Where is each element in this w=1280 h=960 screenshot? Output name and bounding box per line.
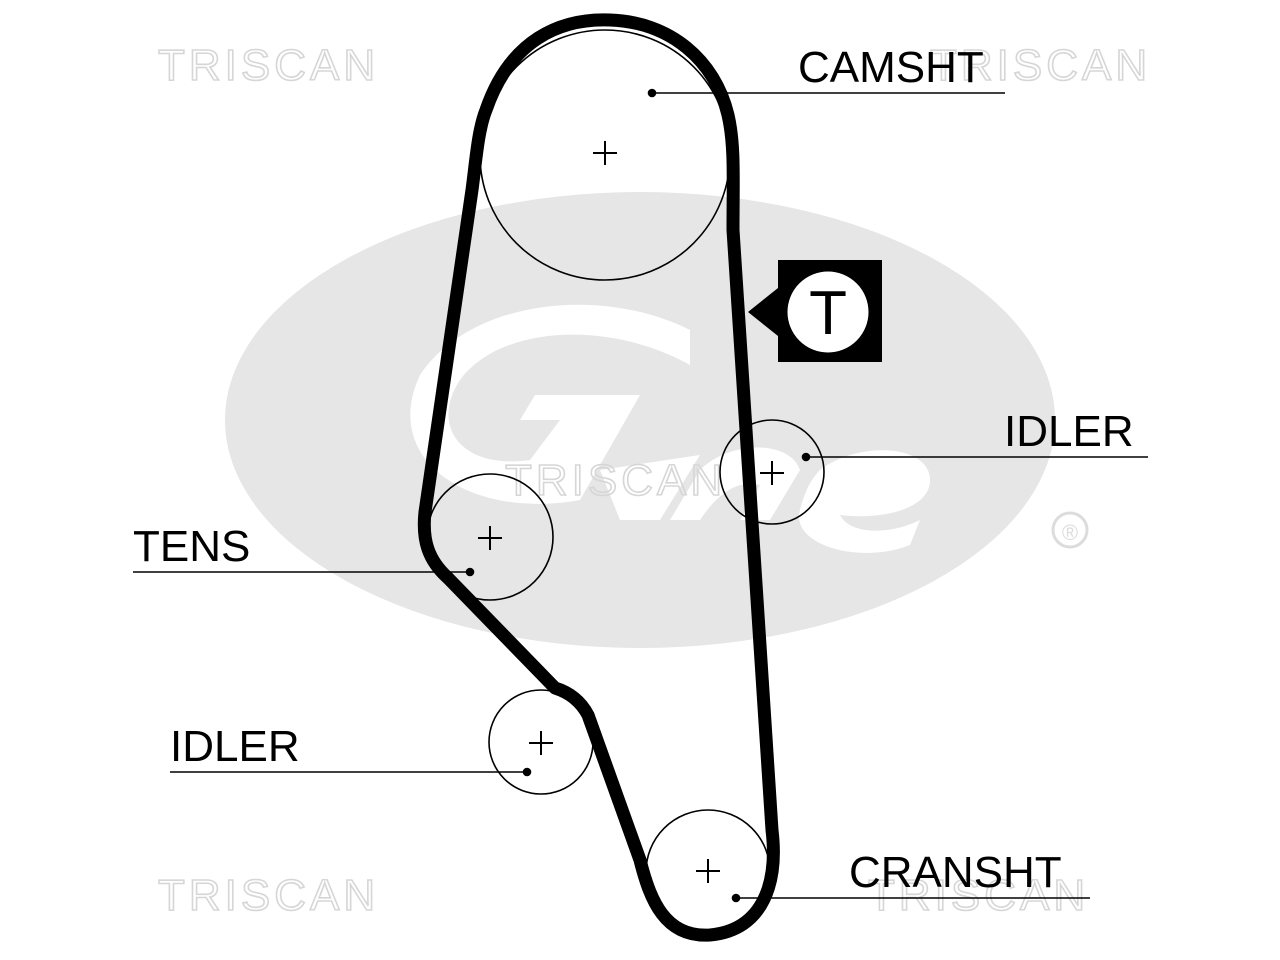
gates-logo: ® xyxy=(225,192,1089,648)
tensioner-marker: T xyxy=(748,260,882,362)
tensioner-center-cross xyxy=(478,526,502,550)
idler-right-label: IDLER xyxy=(1004,407,1134,456)
crankshaft-leader-dot xyxy=(731,893,741,903)
tensioner-marker-letter: T xyxy=(809,279,847,348)
idler-right-leader-dot xyxy=(801,452,811,462)
idler-left-label: IDLER xyxy=(170,722,300,771)
watermark-triscan: TRISCAN xyxy=(158,41,379,90)
tensioner-marker-circle xyxy=(784,268,872,356)
watermark-triscan: TRISCAN xyxy=(158,871,379,920)
registered-mark-icon xyxy=(1051,511,1089,549)
watermark-triscan: TRISCAN xyxy=(505,456,726,505)
registered-mark: ® xyxy=(1062,520,1078,545)
watermark-triscan: TRISCAN xyxy=(930,41,1151,90)
idler-right-center-cross xyxy=(760,461,784,485)
idler-left-leader-dot xyxy=(522,767,532,777)
idler-left-center-cross xyxy=(529,731,553,755)
camshaft-center-cross xyxy=(593,141,617,165)
camshaft-label: CAMSHT xyxy=(798,43,984,92)
tensioner-label: TENS xyxy=(133,522,250,571)
watermark-triscan: TRISCAN xyxy=(868,871,1089,920)
camshaft-leader-dot xyxy=(647,88,657,98)
idler-pulley-right xyxy=(719,419,825,525)
tensioner-leader-dot xyxy=(465,567,475,577)
crankshaft-center-cross xyxy=(696,859,720,883)
crankshaft-label: CRANSHT xyxy=(849,848,1062,897)
pulley-centers xyxy=(478,141,784,883)
timing-belt xyxy=(417,13,780,942)
